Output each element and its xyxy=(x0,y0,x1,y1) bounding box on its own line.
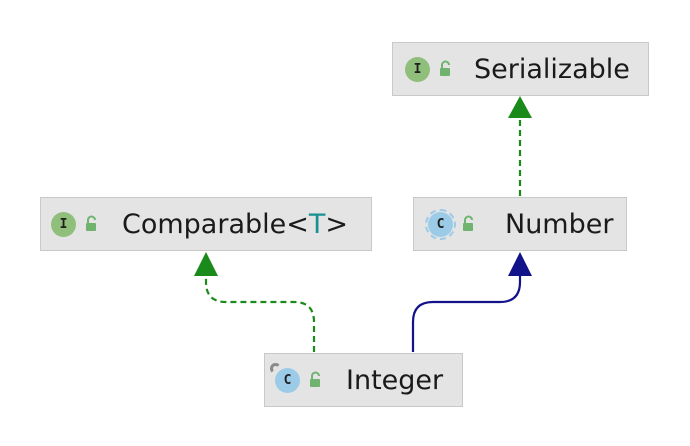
node-label: Number xyxy=(505,208,614,240)
unlocked-lock-icon xyxy=(440,60,450,76)
edge-integer-comparable xyxy=(204,266,316,352)
node-number[interactable]: C Number xyxy=(413,197,627,251)
interface-icon: I xyxy=(405,56,430,82)
node-label: Integer xyxy=(346,364,444,396)
abstract-class-icon: C xyxy=(425,208,456,240)
generic-open: < xyxy=(286,208,309,240)
edge-integer-number xyxy=(411,266,522,352)
generic-close: > xyxy=(325,208,349,240)
unlocked-lock-icon xyxy=(463,215,473,231)
arrowhead-comparable xyxy=(194,252,218,276)
final-class-icon: C xyxy=(275,367,300,393)
arrowhead-serializable xyxy=(508,96,532,118)
unlocked-lock-icon xyxy=(310,371,320,387)
interface-icon: I xyxy=(51,211,76,237)
unlocked-lock-icon xyxy=(86,215,96,231)
class-name: Comparable xyxy=(122,208,287,240)
arrowhead-number xyxy=(508,252,532,276)
node-serializable[interactable]: I Serializable xyxy=(392,42,649,96)
type-parameter: T xyxy=(308,208,326,240)
node-label: Serializable xyxy=(474,53,630,85)
node-comparable[interactable]: I Comparable<T> xyxy=(40,197,372,251)
node-integer[interactable]: C Integer xyxy=(264,353,463,407)
node-label: Comparable<T> xyxy=(122,209,348,240)
